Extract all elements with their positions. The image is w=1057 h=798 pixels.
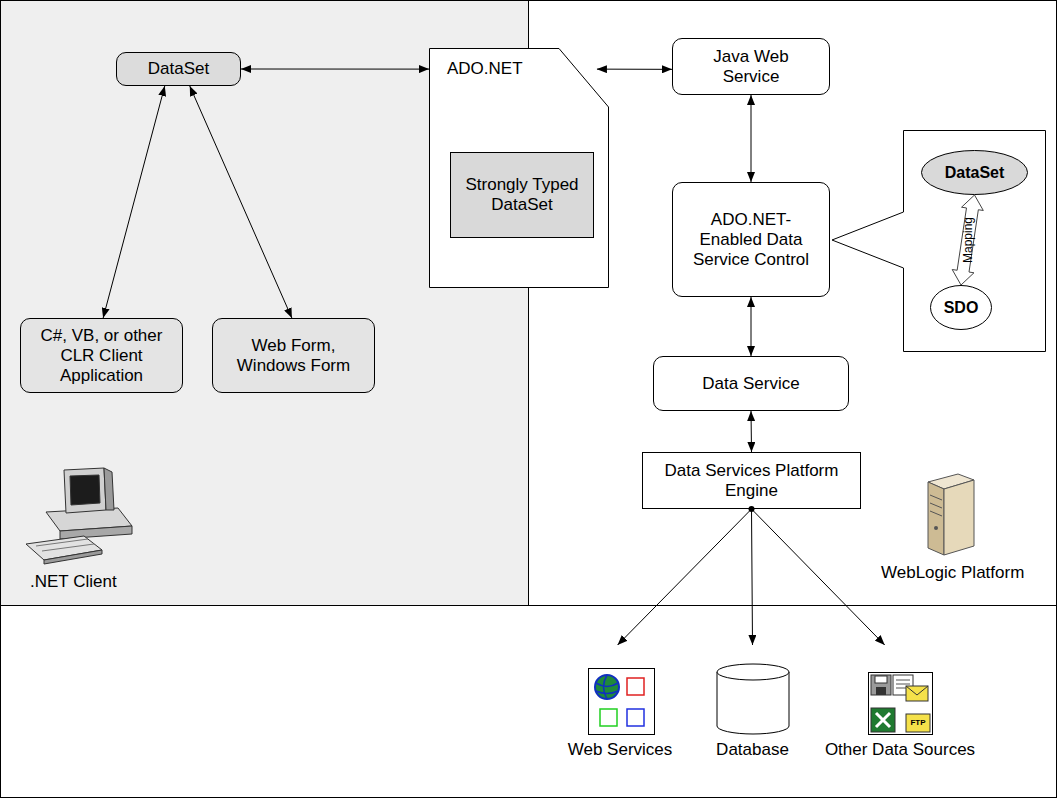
callout-box [832, 131, 1046, 352]
dataset-box: DataSet [116, 52, 241, 86]
mapping-arrow [952, 195, 983, 285]
platform-label: .NET Client [30, 571, 150, 593]
connector-arrow [597, 69, 672, 70]
icon-label: FTP [906, 714, 930, 732]
process-box: Data Service [653, 356, 849, 411]
platform-label: WebLogic Platform [881, 562, 1051, 584]
edge-label: Mapping [962, 217, 974, 263]
connector-arrow [752, 509, 753, 645]
node-text: Web Services [568, 740, 673, 760]
client-box: C#, VB, or other CLR Client Application [20, 318, 183, 393]
sdo-ellipse: SDO [930, 285, 992, 330]
other-source: Other Data Sources [815, 645, 985, 760]
database-source: Database [690, 645, 815, 760]
process-box: Java Web Service [672, 38, 830, 95]
server-icon [928, 474, 974, 555]
other-icon [868, 672, 933, 735]
node-text: DataSet [945, 163, 1005, 183]
connector-arrow [752, 509, 885, 645]
web-services-source: Web Services [560, 645, 680, 760]
node-text: C#, VB, or other CLR Client Application [35, 326, 168, 386]
connector-arrow [190, 86, 292, 318]
computer-icon [26, 468, 132, 564]
document-shape: ADO.NET Strongly Typed DataSet [429, 48, 609, 288]
connector-arrow [103, 86, 165, 318]
junction-dot [749, 506, 755, 512]
process-box: Strongly Typed DataSet [450, 152, 594, 238]
node-text: ADO.NET [447, 59, 523, 79]
node-text: Web Form, Windows Form [227, 336, 360, 376]
dataset-ellipse: DataSet [921, 150, 1028, 195]
divider [0, 605, 1057, 606]
node-text: DataSet [148, 59, 209, 79]
connector-arrow [618, 509, 752, 645]
process-box: ADO.NET- Enabled Data Service Control [672, 182, 830, 297]
node-text: Other Data Sources [825, 740, 975, 760]
node-text: Database [716, 740, 789, 760]
node-text: Strongly Typed DataSet [459, 175, 585, 215]
client-box: Web Form, Windows Form [212, 318, 375, 393]
connector-arrow [751, 297, 752, 356]
connector-arrow [751, 95, 752, 182]
node-text: Java Web Service [698, 47, 804, 87]
web-icon [588, 668, 655, 735]
node-text: ADO.NET- Enabled Data Service Control [691, 210, 811, 270]
db-icon [716, 663, 790, 735]
node-text: SDO [944, 298, 979, 318]
node-text: Data Services Platform Engine [658, 461, 845, 501]
node-text: Data Service [702, 374, 799, 394]
connector-arrow [241, 69, 429, 70]
engine-box: Data Services Platform Engine [642, 452, 861, 509]
connector-arrow [751, 411, 753, 452]
